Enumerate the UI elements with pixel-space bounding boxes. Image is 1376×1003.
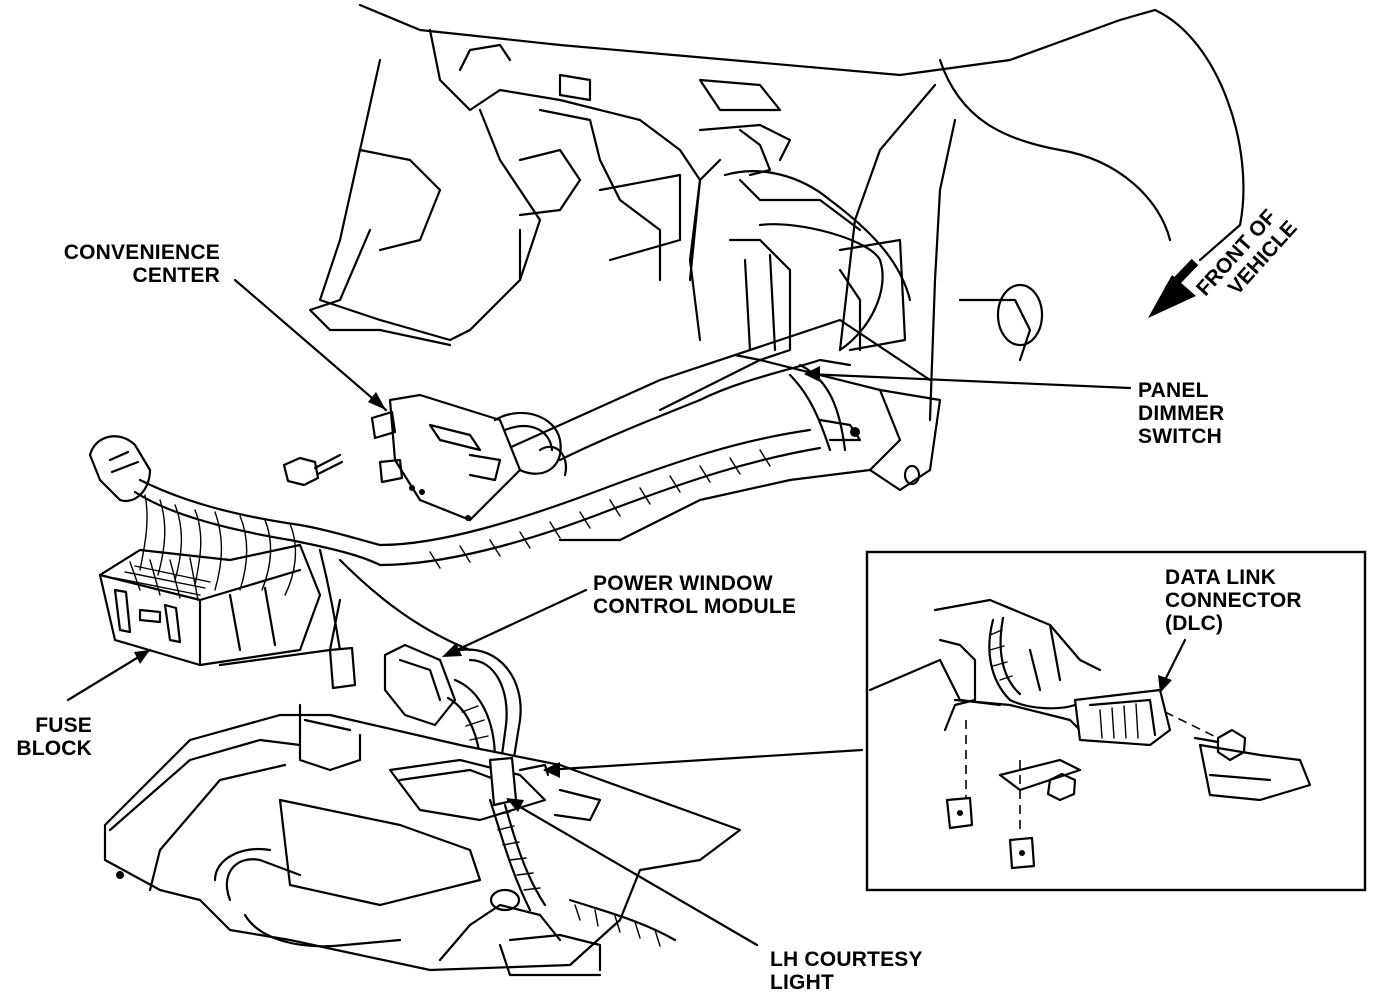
label-fuse-block: FUSE BLOCK: [0, 714, 92, 760]
label-line: FUSE: [35, 714, 92, 737]
label-line: BLOCK: [16, 737, 92, 760]
label-line: CONNECTOR: [1165, 589, 1302, 612]
label-data-link-connector: DATA LINK CONNECTOR (DLC): [1165, 566, 1302, 635]
power-window-module: [383, 643, 522, 777]
convenience-center-module: [370, 393, 568, 522]
label-line: SWITCH: [1138, 425, 1223, 448]
label-line: PANEL: [1138, 379, 1209, 402]
label-line: DATA LINK: [1165, 566, 1277, 589]
label-line: LH COURTESY: [770, 948, 923, 971]
lower-panel: [103, 703, 742, 977]
label-panel-dimmer-switch: PANEL DIMMER SWITCH: [1138, 379, 1224, 448]
fastener-bolt: [282, 453, 344, 487]
leader-lines: [66, 258, 1199, 947]
label-line: CONTROL MODULE: [593, 595, 797, 618]
label-line: CENTER: [132, 264, 220, 287]
label-line: POWER WINDOW: [593, 572, 773, 595]
label-lh-courtesy-light: LH COURTESY LIGHT: [770, 948, 923, 994]
label-line: DIMMER: [1138, 402, 1225, 425]
label-convenience-center: CONVENIENCE CENTER: [20, 241, 220, 287]
label-power-window-control-module: POWER WINDOW CONTROL MODULE: [593, 572, 796, 618]
fuse-block-wiring: [88, 435, 472, 690]
label-line: CONVENIENCE: [63, 241, 220, 264]
label-line: LIGHT: [770, 971, 834, 994]
dash-structure: [308, 3, 1245, 542]
label-line: (DLC): [1165, 612, 1224, 635]
dlc-inset: [865, 550, 1367, 892]
main-harness: [378, 358, 852, 569]
